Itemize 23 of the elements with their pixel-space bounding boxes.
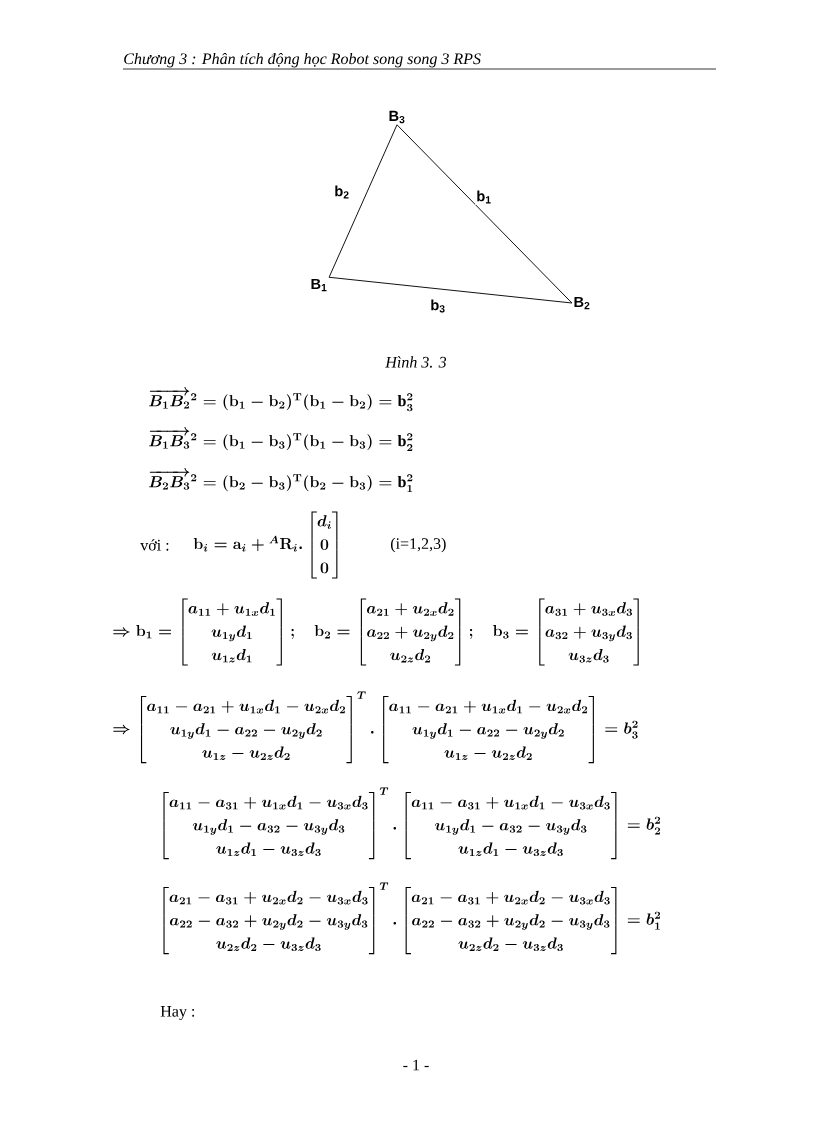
vertex-label: B$_{2}$ [574, 296, 590, 310]
vertex-label: B$_{1}$ [311, 278, 327, 292]
formula: $\begin{bmatrix}a_{21}-a_{31}+u_{2x}d_2-u_{3x}d_3\\a_{22}-a_{32}+u_{2y}d_2-u_{3y}d_3\\u_{2z}d_2-u_{3z}d_3\end{bmatrix}^{T}.\begin{bmatrix}a_{21}-a_{31}+u_{2x}d_2-u_{3x}d_3\\a_{22}-a_{32}+u_{2y}d_2-u_{3y}d_3\\u_{2z}d_2-u_{3z}d_3\end{bmatrix}=b_1^2$ [163, 882, 661, 955]
edge-label: b$_{1}$ [475, 189, 493, 205]
triangle-side [328, 276, 573, 304]
triangle-side [396, 124, 573, 304]
formula: $\begin{bmatrix}a_{11}-a_{31}+u_{1x}d_1-u_{3x}d_3\\u_{1y}d_1-a_{32}-u_{3y}d_3\\u_{1z}d_1-u_{3z}d_3\end{bmatrix}^{T}.\begin{bmatrix}a_{11}-a_{31}+u_{1x}d_1-u_{3x}d_3\\u_{1y}d_1-a_{32}-u_{3y}d_3\\u_{1z}d_1-u_{3z}d_3\end{bmatrix}=b_2^2$ [163, 787, 661, 860]
text: (i=1,2,3) [391, 537, 446, 553]
figure-caption: Hình 3. 3 [385, 356, 447, 368]
text: với : [140, 539, 169, 551]
edge-label: b$_{3}$ [429, 298, 447, 314]
triangle-side [328, 124, 398, 278]
formula: $\Rightarrow\mathbf{b}_1=\begin{bmatrix}a_{11}+u_{1x}d_1\\u_{1y}d_1\\u_{1z}d_1\end{bmatrix};\quad\mathbf{b}_2=\begin{bmatrix}a_{21}+u_{2x}d_2\\a_{22}+u_{2y}d_2\\u_{2z}d_2\end{bmatrix};\quad\mathbf{b}_3=\begin{bmatrix}a_{31}+u_{3x}d_3\\a_{32}+u_{3y}d_3\\u_{3z}d_3\end{bmatrix}$ [113, 598, 639, 666]
vertex-label: B$_{3}$ [389, 110, 405, 124]
page-number: - 1 - [403, 1059, 429, 1071]
formula: $\mathbf{b}_i=\mathbf{a}_i+{}^{A}\mathbf{R}_i.\begin{bmatrix}d_i\\0\\0\end{bmatrix}$ [193, 511, 338, 579]
formula: $\Rightarrow\begin{bmatrix}a_{11}-a_{21}+u_{1x}d_1-u_{2x}d_2\\u_{1y}d_1-a_{22}-u_{2y}d_2\\u_{1z}-u_{2z}d_2\end{bmatrix}^{T}.\begin{bmatrix}a_{11}-a_{21}+u_{1x}d_1-u_{2x}d_2\\u_{1y}d_1-a_{22}-u_{2y}d_2\\u_{1z}-u_{2z}d_2\end{bmatrix}=b_3^2$ [113, 691, 638, 764]
formula: $\overrightarrow{B_1B_3}^{2}=(\mathbf{b}_1-\mathbf{b}_3)^{\mathbf{T}}(\mathbf{b}_1-\mathbf{b}_3)=\mathrm{b}_2^{2}$ [148, 426, 413, 452]
edge-label: b$_{2}$ [333, 184, 351, 200]
formula: $\overrightarrow{B_1B_2}^{2}=(\mathbf{b}_1-\mathbf{b}_2)^{\mathbf{T}}(\mathbf{b}_1-\mathbf{b}_2)=\mathrm{b}_3^{2}$ [148, 386, 413, 412]
formula: $\overrightarrow{B_2B_3}^{2}=(\mathbf{b}_2-\mathbf{b}_3)^{\mathbf{T}}(\mathbf{b}_2-\mathbf{b}_3)=\mathrm{b}_1^{2}$ [148, 467, 413, 493]
text: Hay : [160, 1006, 195, 1020]
header-text: Chương 3 : Phân tích động học Robot song song 3 RPS [124, 52, 481, 68]
